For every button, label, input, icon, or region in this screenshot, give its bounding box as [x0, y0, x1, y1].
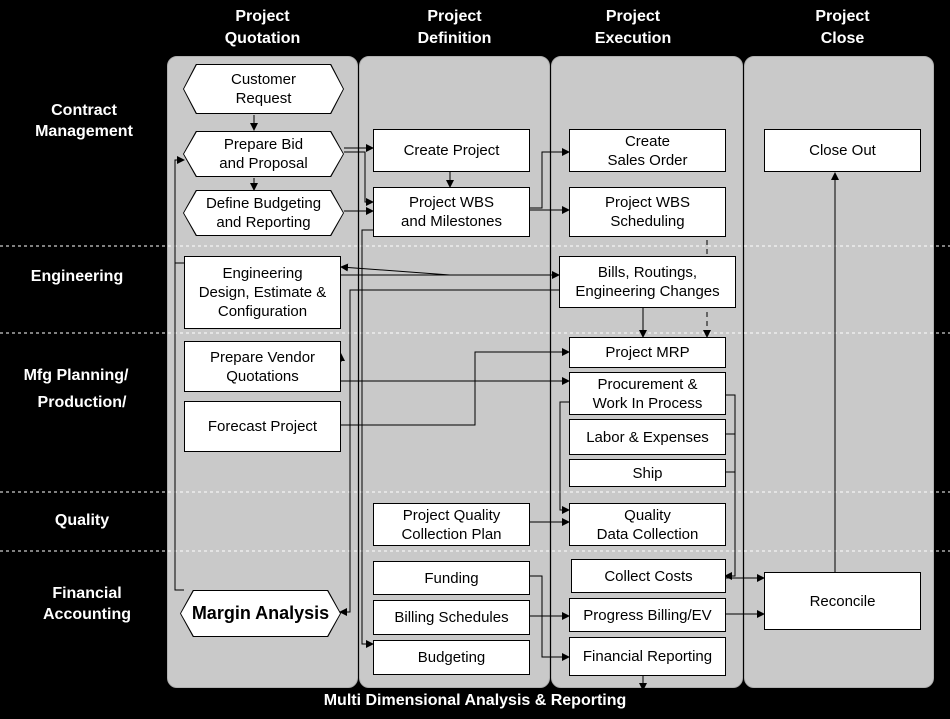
financial-reporting-node: Financial Reporting — [569, 637, 726, 676]
arrow-connector — [724, 394, 736, 580]
define-budgeting-node: Define Budgeting and Reporting — [183, 190, 344, 236]
create-sales-order-node: Create Sales Order — [569, 129, 726, 172]
margin-analysis-node: Margin Analysis — [180, 590, 341, 637]
reconcile-node: Reconcile — [764, 572, 921, 630]
bills-routings-node: Bills, Routings, Engineering Changes — [559, 256, 736, 308]
prepare-vendor-quotations-node: Prepare Vendor Quotations — [184, 341, 341, 392]
close-out-node: Close Out — [764, 129, 921, 172]
labor-expenses-node: Labor & Expenses — [569, 419, 726, 455]
procurement-wip-node: Procurement & Work In Process — [569, 372, 726, 415]
prepare-bid-node: Prepare Bid and Proposal — [183, 131, 344, 177]
arrow-connector — [344, 151, 374, 206]
footer-caption: Multi Dimensional Analysis & Reporting — [323, 692, 627, 709]
arrow-connector — [361, 229, 374, 648]
billing-schedules-node: Billing Schedules — [373, 600, 530, 635]
project-wbs-milestones-node: Project WBS and Milestones — [373, 187, 530, 237]
customer-request-node: Customer Request — [183, 64, 344, 114]
project-mrp-node: Project MRP — [569, 337, 726, 368]
phase-header-definition: Project Definition — [417, 8, 492, 47]
collect-costs-node: Collect Costs — [571, 559, 726, 593]
row-label-engineering: Engineering — [30, 268, 124, 285]
engineering-design-node: Engineering Design, Estimate & Configura… — [184, 256, 341, 329]
arrow-connector — [174, 156, 185, 591]
project-wbs-scheduling-node: Project WBS Scheduling — [569, 187, 726, 237]
row-label-financial-accounting: Financial Accounting — [43, 585, 131, 623]
create-project-node: Create Project — [373, 129, 530, 172]
connector-line — [339, 266, 559, 276]
quality-data-collection-node: Quality Data Collection — [569, 503, 726, 546]
row-label-contract-management: Contract Management — [35, 102, 133, 140]
arrow-connector — [340, 348, 570, 426]
ship-node: Ship — [569, 459, 726, 487]
row-label-mfg-planning: Mfg Planning/ — [23, 367, 129, 384]
arrow-connector — [340, 263, 451, 276]
phase-header-execution: Project Execution — [594, 8, 672, 47]
progress-billing-node: Progress Billing/EV — [569, 598, 726, 632]
funding-node: Funding — [373, 561, 530, 595]
phase-header-close: Project Close — [815, 8, 870, 47]
arrow-connector — [339, 289, 559, 616]
forecast-project-node: Forecast Project — [184, 401, 341, 452]
budgeting-node: Budgeting — [373, 640, 530, 675]
arrow-connector — [530, 148, 570, 209]
row-label-quality: Quality — [54, 512, 110, 529]
arrow-connector — [559, 401, 575, 514]
phase-header-quotation: Project Quotation — [224, 8, 301, 47]
row-dividers — [0, 245, 950, 552]
row-label-production: Production/ — [37, 394, 127, 411]
project-quality-plan-node: Project Quality Collection Plan — [373, 503, 530, 546]
